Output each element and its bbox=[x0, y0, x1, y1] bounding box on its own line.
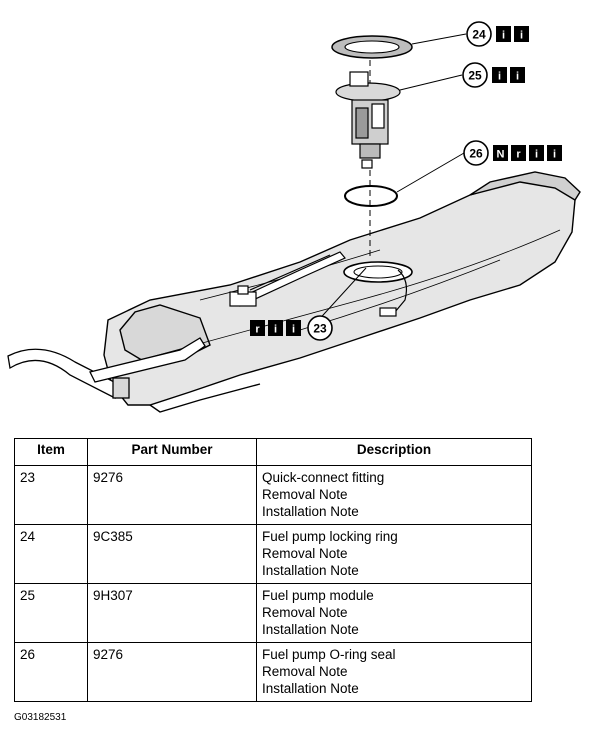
info-badge-icon: i bbox=[553, 149, 556, 161]
table-row: 25 9H307 Fuel pump module Removal Note I… bbox=[14, 583, 532, 643]
removal-badge-icon: r bbox=[516, 149, 521, 161]
callout-number: 26 bbox=[469, 147, 483, 161]
column-header-description: Description bbox=[256, 438, 532, 466]
fuel-tank-exploded-diagram: 24 i i 25 i i 26 N r i i r i i 23 bbox=[7, 21, 581, 413]
part-number-cell: 9H307 bbox=[87, 583, 257, 643]
table-row: 24 9C385 Fuel pump locking ring Removal … bbox=[14, 524, 532, 584]
callout-number: 24 bbox=[472, 28, 486, 42]
installation-note-link[interactable]: Installation Note bbox=[262, 504, 359, 519]
description-cell: Fuel pump module Removal Note Installati… bbox=[256, 583, 532, 643]
info-badge-icon: i bbox=[502, 30, 505, 42]
table-header-row: Item Part Number Description bbox=[14, 438, 532, 466]
fuel-lines bbox=[234, 251, 408, 317]
tank-pump-opening bbox=[343, 261, 413, 283]
installation-note-link[interactable]: Installation Note bbox=[262, 681, 359, 696]
filler-neck-hose bbox=[7, 337, 206, 399]
item-cell: 24 bbox=[14, 524, 88, 584]
item-cell: 26 bbox=[14, 642, 88, 702]
description-text: Fuel pump module bbox=[262, 588, 374, 603]
part-number-cell: 9276 bbox=[87, 465, 257, 525]
info-badge-icon: i bbox=[292, 324, 295, 336]
info-badge-icon: i bbox=[535, 149, 538, 161]
fuel-pump-locking-ring bbox=[331, 35, 413, 59]
info-badge-icon: i bbox=[520, 30, 523, 42]
fuel-tank bbox=[103, 171, 581, 413]
callout-23: r i i 23 bbox=[250, 315, 333, 341]
new-part-badge-icon: N bbox=[497, 149, 505, 161]
installation-note-link[interactable]: Installation Note bbox=[262, 563, 359, 578]
callout-25: 25 i i bbox=[462, 62, 525, 88]
info-badge-icon: i bbox=[498, 71, 501, 83]
item-cell: 25 bbox=[14, 583, 88, 643]
part-number-cell: 9C385 bbox=[87, 524, 257, 584]
quick-connect-fitting bbox=[229, 285, 257, 307]
callout-26: 26 N r i i bbox=[463, 140, 562, 166]
info-badge-icon: i bbox=[516, 71, 519, 83]
removal-note-link[interactable]: Removal Note bbox=[262, 664, 348, 679]
part-number-cell: 9276 bbox=[87, 642, 257, 702]
parts-table: Item Part Number Description 23 9276 Qui… bbox=[14, 438, 532, 702]
item-cell: 23 bbox=[14, 465, 88, 525]
table-row: 26 9276 Fuel pump O-ring seal Removal No… bbox=[14, 642, 532, 702]
removal-badge-icon: r bbox=[255, 324, 260, 336]
table-row: 23 9276 Quick-connect fitting Removal No… bbox=[14, 465, 532, 525]
fuel-pump-module bbox=[335, 71, 401, 169]
description-cell: Fuel pump O-ring seal Removal Note Insta… bbox=[256, 642, 532, 702]
installation-note-link[interactable]: Installation Note bbox=[262, 622, 359, 637]
figure-id: G03182531 bbox=[14, 712, 67, 723]
description-text: Quick-connect fitting bbox=[262, 470, 385, 485]
callout-24: 24 i i bbox=[466, 21, 529, 47]
column-header-part-number: Part Number bbox=[87, 438, 257, 466]
removal-note-link[interactable]: Removal Note bbox=[262, 546, 348, 561]
removal-note-link[interactable]: Removal Note bbox=[262, 605, 348, 620]
info-badge-icon: i bbox=[274, 324, 277, 336]
callout-number: 23 bbox=[313, 322, 327, 336]
removal-note-link[interactable]: Removal Note bbox=[262, 487, 348, 502]
fuel-pump-o-ring-seal bbox=[344, 185, 398, 207]
column-header-item: Item bbox=[14, 438, 88, 466]
description-text: Fuel pump O-ring seal bbox=[262, 647, 396, 662]
callout-number: 25 bbox=[468, 69, 482, 83]
description-text: Fuel pump locking ring bbox=[262, 529, 398, 544]
description-cell: Fuel pump locking ring Removal Note Inst… bbox=[256, 524, 532, 584]
description-cell: Quick-connect fitting Removal Note Insta… bbox=[256, 465, 532, 525]
